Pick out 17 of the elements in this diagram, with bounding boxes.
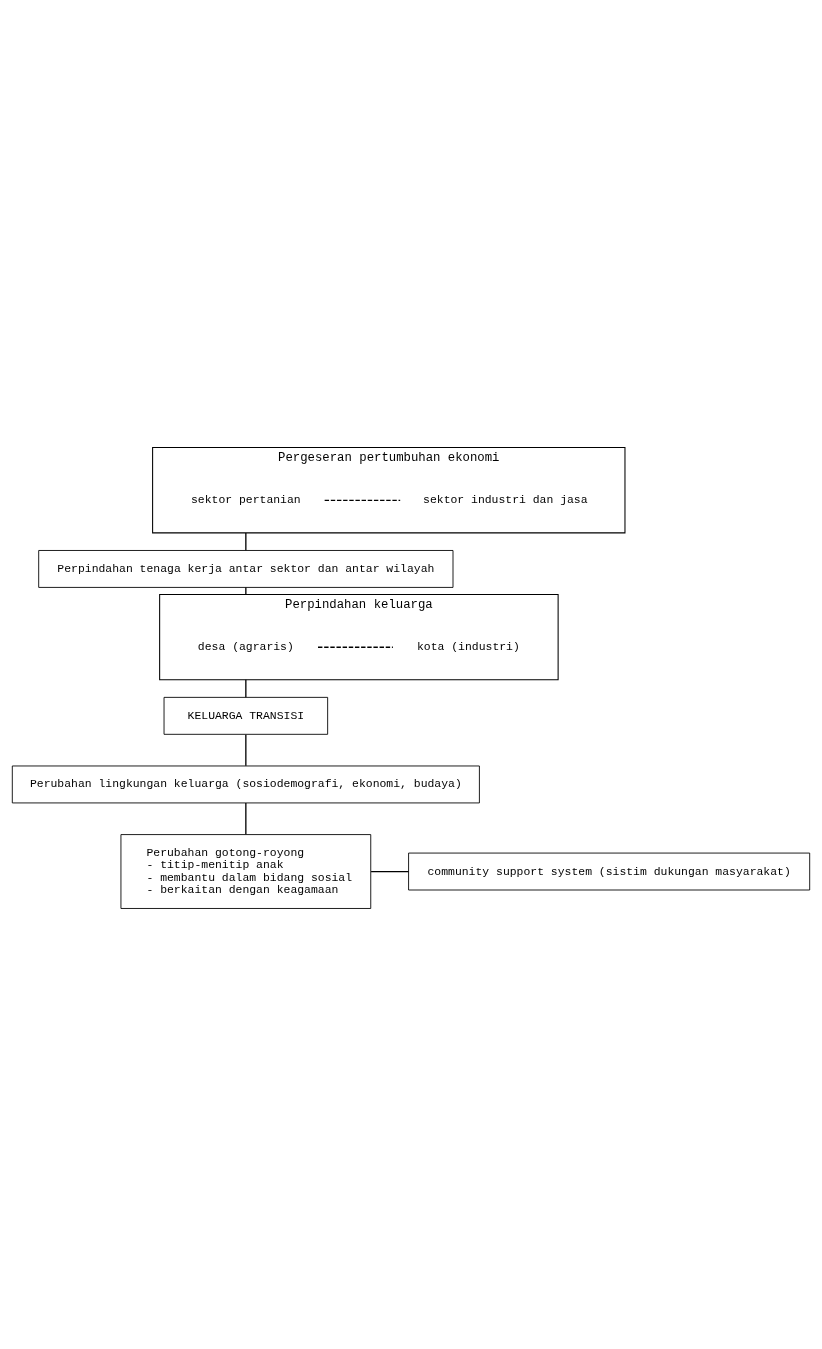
node-box: Perubahan gotong-royong - titip-menitip anak - membantu dalam bidang sosial - berkaitan dengan keagamaan [120, 834, 372, 909]
node-box: KELUARGA TRANSISI [163, 696, 329, 735]
connector [245, 679, 247, 698]
node-box: community support system (sistim dukungan masyarakat) [408, 852, 811, 891]
connector [317, 646, 394, 648]
node-box: Perpindahan tenaga kerja antar sektor dan antar wilayah [38, 550, 454, 588]
node-text: kota (industri) [416, 640, 520, 654]
connector [245, 734, 247, 767]
node-text: desa (agraris) [197, 640, 294, 654]
connector [245, 802, 247, 835]
connector [245, 532, 247, 551]
connector [245, 586, 247, 596]
connector [370, 870, 410, 873]
node-text: sektor pertanian [191, 493, 301, 507]
node-box: Perubahan lingkungan keluarga (sosiodemografi, ekonomi, budaya) [11, 765, 480, 804]
connector [324, 499, 401, 501]
node-text: sektor industri dan jasa [423, 493, 588, 507]
